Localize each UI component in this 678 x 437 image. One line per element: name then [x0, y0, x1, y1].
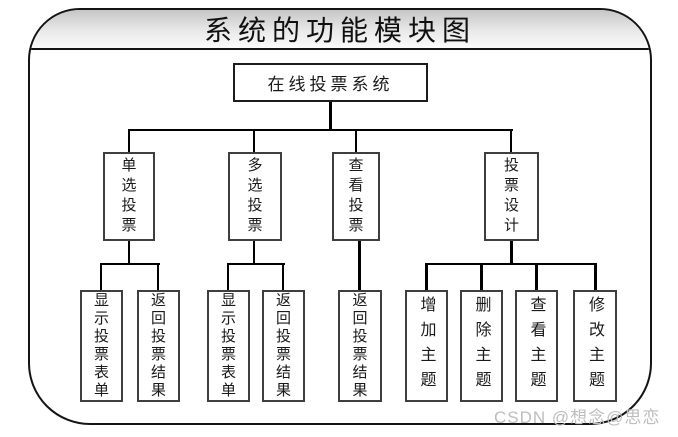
connector-line [227, 263, 229, 290]
connector-line [128, 129, 130, 152]
leaf-node-label: 增加主题 [417, 296, 437, 396]
leaf-node-label: 返回投票结果 [274, 292, 292, 400]
leaf-node-add-topic: 增加主题 [405, 290, 448, 402]
leaf-node-show-vote-form: 显示投票表单 [80, 290, 123, 402]
module-node-multi-choice-vote: 多选投票 [228, 152, 282, 241]
connector-line [535, 263, 538, 290]
module-node-vote-design: 投票设计 [484, 152, 539, 241]
connector-line [100, 263, 160, 265]
connector-line [594, 263, 597, 290]
connector-line [425, 263, 428, 290]
module-node-label: 单选投票 [119, 156, 138, 237]
leaf-node-return-vote-result: 返回投票结果 [262, 290, 305, 402]
leaf-node-show-vote-form: 显示投票表单 [207, 290, 250, 402]
root-node-label: 在线投票系统 [267, 75, 394, 95]
connector-line [510, 129, 512, 152]
csdn-watermark: CSDN @想念@思恋 [494, 408, 661, 427]
connector-line [227, 263, 285, 265]
leaf-node-return-vote-result: 返回投票结果 [338, 290, 382, 402]
leaf-node-return-vote-result: 返回投票结果 [137, 290, 180, 402]
module-node-label: 投票设计 [502, 156, 520, 237]
connector-line [425, 263, 596, 265]
connector-line [157, 263, 159, 290]
connector-line [282, 263, 284, 290]
connector-line [480, 263, 483, 290]
module-node-view-vote: 查看投票 [332, 152, 380, 241]
module-node-label: 查看投票 [346, 156, 365, 237]
diagram-title-bar: 系统的功能模块图 [30, 10, 650, 50]
module-node-single-choice-vote: 单选投票 [103, 152, 155, 241]
leaf-node-label: 显示投票表单 [219, 292, 237, 400]
page-title: 系统的功能模块图 [203, 14, 476, 47]
leaf-node-modify-topic: 修改主题 [573, 290, 617, 402]
leaf-node-view-topic: 查看主题 [515, 290, 558, 402]
leaf-node-label: 显示投票表单 [92, 292, 110, 400]
diagram-frame: 系统的功能模块图 [28, 8, 652, 425]
connector-line [253, 241, 255, 265]
connector-line [329, 102, 332, 131]
root-node-online-voting-system: 在线投票系统 [233, 63, 428, 102]
connector-line [358, 241, 361, 290]
connector-line [355, 129, 357, 152]
leaf-node-label: 返回投票结果 [350, 292, 369, 400]
connector-line [128, 129, 513, 131]
connector-line [510, 241, 513, 265]
leaf-node-label: 查看主题 [527, 296, 547, 396]
leaf-node-label: 修改主题 [586, 296, 605, 396]
module-node-label: 多选投票 [245, 156, 264, 237]
leaf-node-label: 删除主题 [472, 296, 492, 396]
connector-line [128, 241, 130, 265]
leaf-node-label: 返回投票结果 [149, 292, 167, 400]
connector-line [253, 129, 255, 152]
leaf-node-delete-topic: 删除主题 [460, 290, 503, 402]
connector-line [100, 263, 102, 290]
